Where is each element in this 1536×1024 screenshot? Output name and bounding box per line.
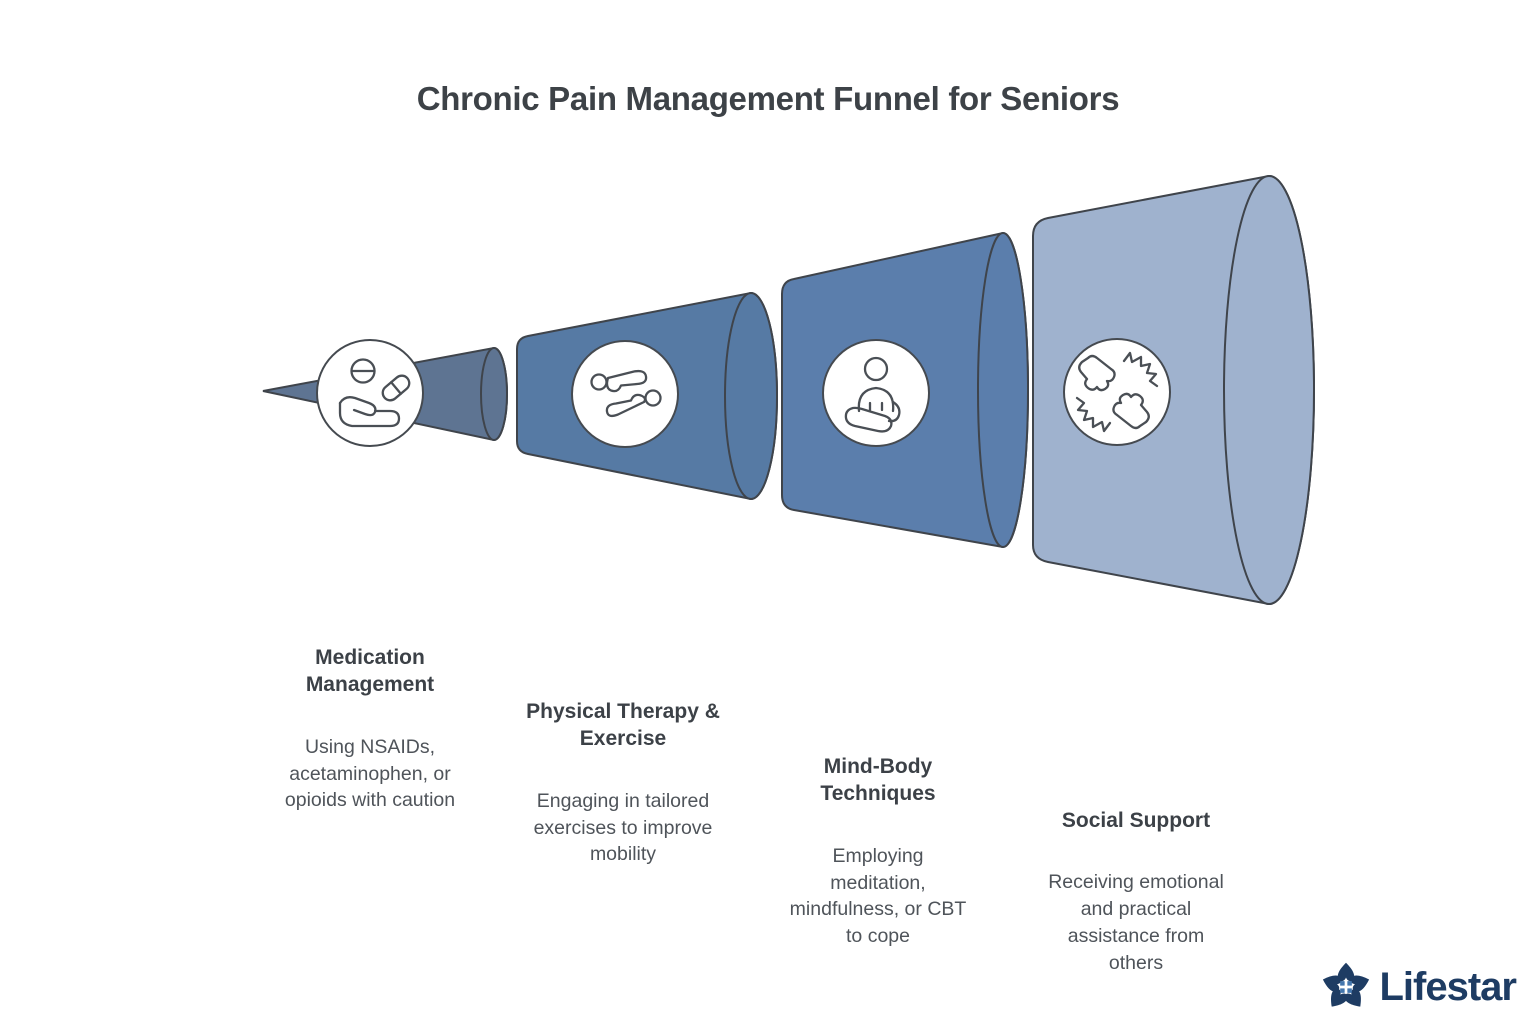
- funnel-segment-2-cap: [724, 292, 778, 500]
- stage-2-description: Engaging in tailored exercises to improv…: [533, 789, 713, 866]
- stage-1-description: Using NSAIDs, acetaminophen, or opioids …: [284, 735, 456, 812]
- fist-bump-icon: [1075, 351, 1159, 433]
- exercise-figures-icon: [590, 369, 662, 418]
- stage-3-title: Mind-Body Techniques: [820, 755, 936, 806]
- stage-1-label: Medication Management Using NSAIDs, acet…: [252, 626, 488, 832]
- stage-4-title: Social Support: [1061, 809, 1211, 832]
- logo-star-petals: [1322, 962, 1369, 1007]
- stage-4-description: Receiving emotional and practical assist…: [1048, 871, 1224, 975]
- brand-logo: Lifestar: [1319, 960, 1517, 1014]
- hand-with-pills-icon: [338, 358, 411, 428]
- stage-2-icon-circle: [571, 340, 679, 448]
- funnel-stage-4: [1032, 174, 1315, 606]
- stage-4-icon-circle: [1063, 338, 1171, 446]
- page-title: Chronic Pain Management Funnel for Senio…: [416, 80, 1120, 118]
- meditating-person-icon: [844, 356, 901, 433]
- stage-1-title: Medication Management: [305, 646, 435, 697]
- stage-1-icon-circle: [316, 339, 424, 447]
- lifestar-logo-mark: [1322, 962, 1369, 1007]
- stage-4-label: Social Support Receiving emotional and p…: [1016, 789, 1256, 995]
- funnel-segment-3-cap: [977, 232, 1029, 548]
- stage-3-label: Mind-Body Techniques Employing meditatio…: [760, 735, 996, 968]
- funnel-segment-4-cap: [1223, 175, 1315, 605]
- stage-3-description: Employing meditation, mindfulness, or CB…: [789, 844, 967, 948]
- logo-wordmark: Lifestar: [1379, 964, 1517, 1009]
- stage-3-icon-circle: [822, 339, 930, 447]
- funnel-segment-1-cap: [480, 347, 508, 441]
- stage-2-title: Physical Therapy & Exercise: [526, 700, 720, 751]
- logo-window-panes: [1339, 981, 1352, 993]
- stage-2-label: Physical Therapy & Exercise Engaging in …: [505, 680, 741, 886]
